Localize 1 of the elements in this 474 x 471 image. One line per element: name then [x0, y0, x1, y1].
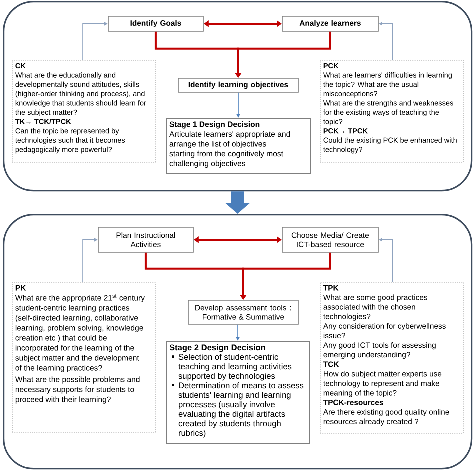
decision-box: Stage 2 Design Decision Selection of student-centric teaching and learning activities supported by technologies Determination of means to assess students' learning and learning processes (usually involve evaluating the digital artifacts created by students through rubrics) [166, 341, 310, 444]
